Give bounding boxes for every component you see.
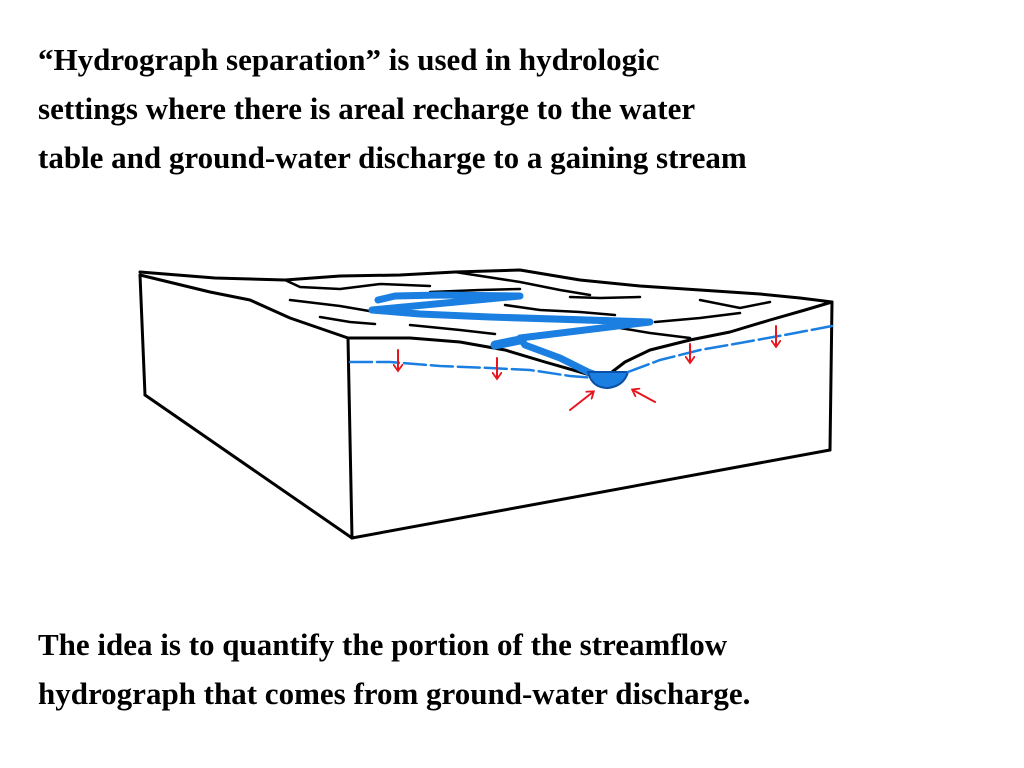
stream-cross-section xyxy=(586,371,630,390)
land-surface-contours xyxy=(283,270,772,340)
water-table-line xyxy=(348,324,834,380)
intro-line-2: settings where there is areal recharge t… xyxy=(38,91,696,126)
stream-headwater xyxy=(490,335,525,350)
block-left-edge xyxy=(138,273,147,397)
intro-paragraph: “Hydrograph separation” is used in hydro… xyxy=(38,35,747,182)
block-right-edge xyxy=(828,300,834,452)
discharge-arrow-left xyxy=(569,392,593,411)
conclusion-paragraph: The idea is to quantify the portion of t… xyxy=(38,620,750,718)
stream-channel xyxy=(368,291,654,382)
intro-line-1: “Hydrograph separation” is used in hydro… xyxy=(38,42,660,77)
discharge-arrow-right xyxy=(633,390,656,403)
discharge-arrows xyxy=(569,390,656,411)
block-outline xyxy=(138,268,834,540)
recharge-arrows xyxy=(398,325,776,378)
block-front-edge xyxy=(346,336,354,540)
conclusion-line-2: hydrograph that comes from ground-water … xyxy=(38,676,751,711)
conclusion-line-1: The idea is to quantify the portion of t… xyxy=(38,627,728,662)
block-left-top-edge xyxy=(138,273,350,340)
intro-line-3: table and ground-water discharge to a ga… xyxy=(38,140,747,175)
gaining-stream xyxy=(368,291,654,382)
block-left-bottom-edge xyxy=(143,393,354,540)
block-right-bottom-edge xyxy=(350,448,832,540)
